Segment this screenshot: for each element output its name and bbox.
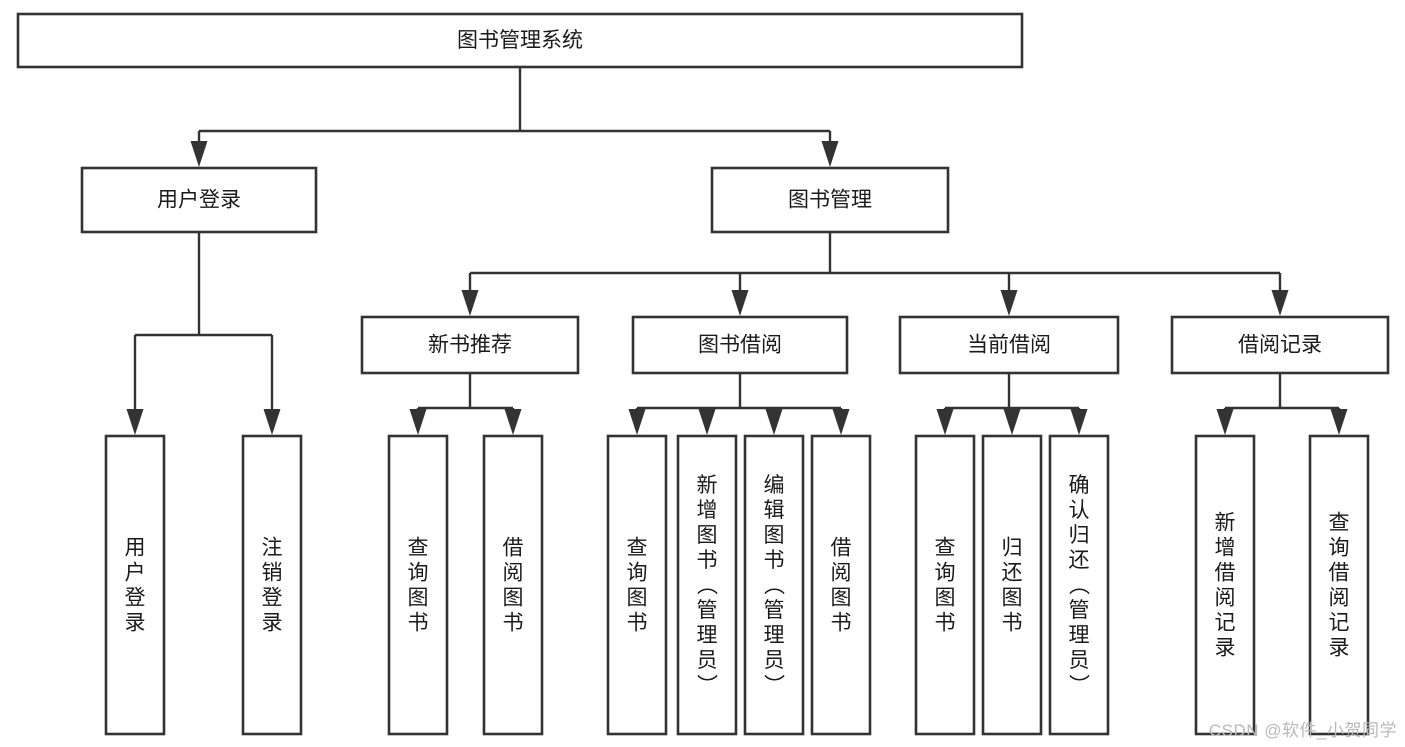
node-label: 确认归还（管理员） — [1069, 474, 1091, 697]
arrow-head-icon — [821, 141, 839, 167]
node-leaf-query-book-2[interactable]: 查询图书 — [606, 434, 668, 736]
node-label: 查询图书 — [408, 537, 429, 635]
node-book-borrow[interactable]: 图书借阅 — [631, 315, 849, 375]
node-box — [981, 434, 1043, 736]
node-leaf-query-book-1[interactable]: 查询图书 — [387, 434, 449, 736]
node-leaf-borrow-book-1[interactable]: 借阅图书 — [482, 434, 544, 736]
arrow-head-icon — [1330, 409, 1348, 435]
arrow-head-icon — [190, 141, 208, 167]
node-box — [676, 434, 738, 736]
node-leaf-borrow-book-2[interactable]: 借阅图书 — [810, 434, 872, 736]
node-leaf-add-borrow-record[interactable]: 新增借阅记录 — [1194, 434, 1256, 736]
arrow-head-icon — [628, 409, 646, 435]
node-box — [914, 434, 976, 736]
arrow-head-icon — [126, 409, 144, 435]
node-label: 图书管理 — [788, 189, 872, 212]
node-box — [606, 434, 668, 736]
node-label: 当前借阅 — [967, 334, 1051, 357]
node-box — [743, 434, 805, 736]
node-box — [1170, 315, 1390, 375]
arrow-head-icon — [1070, 409, 1088, 435]
arrow-head-icon — [263, 409, 281, 435]
node-leaf-edit-book-admin[interactable]: 编辑图书（管理员） — [743, 434, 805, 736]
node-box — [360, 315, 580, 375]
node-label: 查询图书 — [627, 537, 648, 635]
arrow-head-icon — [1216, 409, 1234, 435]
node-box — [387, 434, 449, 736]
node-box — [1194, 434, 1256, 736]
arrow-head-icon — [936, 409, 954, 435]
node-leaf-query-borrow-record[interactable]: 查询借阅记录 — [1308, 434, 1370, 736]
arrow-head-icon — [1000, 290, 1018, 316]
node-layer: 图书管理系统用户登录图书管理新书推荐图书借阅当前借阅借阅记录用户登录注销登录查询… — [16, 12, 1390, 736]
node-box — [80, 166, 318, 234]
arrow-head-icon — [1003, 409, 1021, 435]
node-new-book-rec[interactable]: 新书推荐 — [360, 315, 580, 375]
arrow-head-icon — [731, 290, 749, 316]
node-box — [631, 315, 849, 375]
arrow-head-icon — [698, 409, 716, 435]
node-label: 图书管理系统 — [457, 29, 583, 52]
arrow-head-icon — [504, 409, 522, 435]
node-book-manage[interactable]: 图书管理 — [710, 166, 950, 234]
node-box — [1048, 434, 1110, 736]
arrow-head-icon — [409, 409, 427, 435]
node-leaf-confirm-return-admin[interactable]: 确认归还（管理员） — [1048, 434, 1110, 736]
node-box — [1308, 434, 1370, 736]
watermark-label: CSDN @软件_小贺同学 — [1208, 721, 1397, 740]
node-box — [16, 12, 1024, 69]
node-current-borrow[interactable]: 当前借阅 — [898, 315, 1120, 375]
node-leaf-query-book-3[interactable]: 查询图书 — [914, 434, 976, 736]
arrow-head-icon — [832, 409, 850, 435]
node-label: 新书推荐 — [428, 334, 512, 357]
node-label: 查询图书 — [935, 537, 956, 635]
node-box — [104, 434, 166, 736]
node-label: 新增图书（管理员） — [697, 474, 719, 697]
node-root[interactable]: 图书管理系统 — [16, 12, 1024, 69]
node-box — [810, 434, 872, 736]
node-leaf-logout[interactable]: 注销登录 — [241, 434, 303, 736]
node-box — [710, 166, 950, 234]
node-label: 归还图书 — [1002, 537, 1023, 635]
node-leaf-return-book[interactable]: 归还图书 — [981, 434, 1043, 736]
arrow-head-icon — [1271, 290, 1289, 316]
node-label: 编辑图书（管理员） — [764, 474, 786, 697]
node-borrow-record[interactable]: 借阅记录 — [1170, 315, 1390, 375]
node-label: 借阅记录 — [1238, 334, 1322, 357]
node-box — [241, 434, 303, 736]
node-label: 用户登录 — [157, 189, 241, 212]
node-user-login[interactable]: 用户登录 — [80, 166, 318, 234]
arrow-head-icon — [765, 409, 783, 435]
node-leaf-user-login[interactable]: 用户登录 — [104, 434, 166, 736]
arrow-head-icon — [461, 290, 479, 316]
node-label: 用户登录 — [125, 537, 146, 635]
node-label: 借阅图书 — [503, 537, 524, 635]
node-label: 注销登录 — [262, 537, 283, 635]
node-box — [898, 315, 1120, 375]
node-label: 图书借阅 — [698, 334, 782, 357]
node-box — [482, 434, 544, 736]
node-label: 借阅图书 — [831, 537, 852, 635]
node-label: 查询借阅记录 — [1329, 512, 1350, 660]
node-leaf-add-book-admin[interactable]: 新增图书（管理员） — [676, 434, 738, 736]
node-label: 新增借阅记录 — [1215, 512, 1236, 660]
connector-layer — [126, 67, 1348, 435]
